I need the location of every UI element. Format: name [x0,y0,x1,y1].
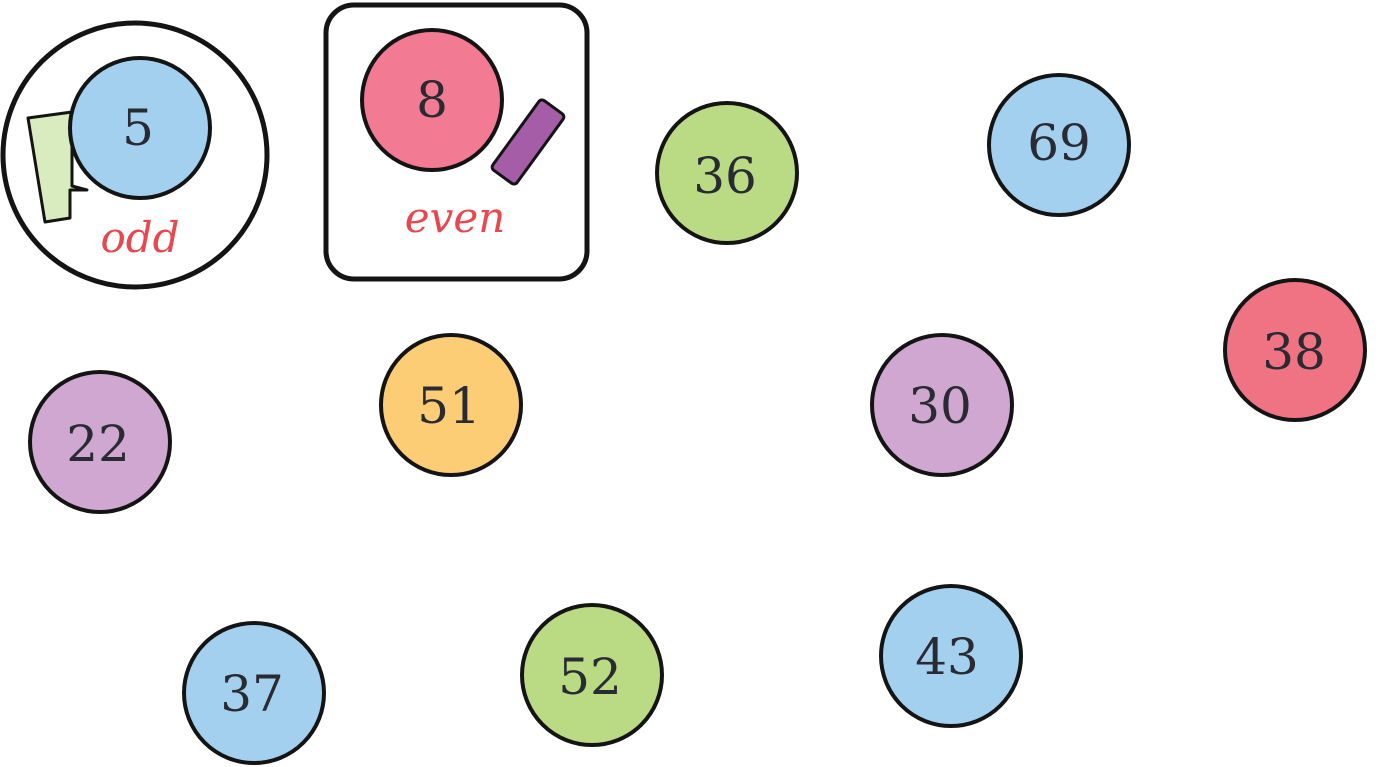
ball-label: 52 [558,648,622,706]
ball-label: 69 [1027,114,1091,172]
ball[interactable]: 30 [870,333,1014,477]
odd-container: 5 odd [0,20,270,290]
ball[interactable]: 38 [1223,278,1367,422]
ball[interactable]: 43 [879,584,1023,728]
odd-example-ball [68,56,212,200]
ball-label: 37 [220,665,284,723]
eraser-icon [490,98,566,186]
ball-label: 36 [693,147,757,205]
ball-circle [520,603,664,747]
ball-circle [655,101,799,245]
ball-label: 51 [417,377,481,435]
even-example-label: 8 [416,71,448,129]
ball-circle [28,370,172,514]
even-container: 8 even [323,2,590,282]
even-example-ball [360,28,504,172]
ball-circle [870,333,1014,477]
ball-circle [182,621,326,765]
ball-label: 43 [915,628,979,686]
ball-circle [879,584,1023,728]
odd-example-label: 5 [122,99,154,157]
ball[interactable]: 36 [655,101,799,245]
ball-circle [1223,278,1367,422]
ball-label: 38 [1262,323,1326,381]
ball[interactable]: 22 [28,370,172,514]
ball[interactable]: 51 [379,333,523,477]
ball-label: 30 [908,377,972,435]
ball-label: 22 [66,415,130,473]
ball[interactable]: 52 [520,603,664,747]
even-label: even [405,193,506,242]
ball-circle [379,333,523,477]
ball[interactable]: 69 [987,73,1131,217]
odd-label: odd [100,213,179,262]
ball-circle [987,73,1131,217]
ball[interactable]: 37 [182,621,326,765]
